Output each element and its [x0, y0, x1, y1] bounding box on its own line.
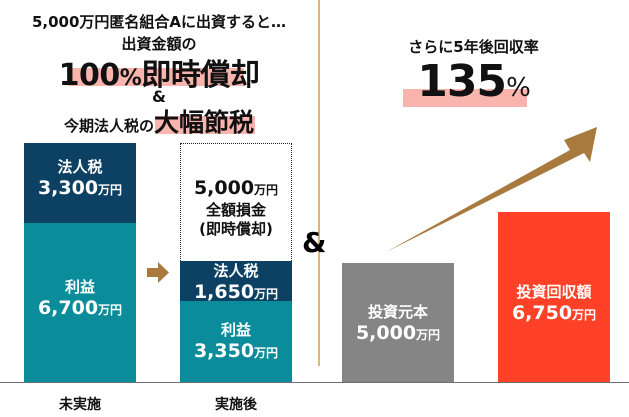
category-after: 実施後 — [215, 397, 257, 413]
section-divider — [318, 0, 320, 366]
value-unit: 万円 — [572, 308, 597, 322]
tax-saving-prefix: 今期法人税の — [63, 117, 154, 135]
bar-before-tax-value: 3,300万円 — [24, 177, 136, 201]
value-number: 3,350 — [193, 340, 255, 362]
bar-principal-label: 投資元本 — [367, 303, 428, 321]
recovery-rate-number: 135 — [417, 56, 507, 107]
depreciation-pct: % — [119, 66, 142, 91]
chart-baseline — [0, 382, 629, 383]
value-number: 6,750 — [511, 302, 573, 324]
highlight-tax-saving — [155, 116, 255, 134]
bar-after-writeoff: 5,000万円 全額損金 (即時償却) — [180, 143, 292, 261]
bar-before-profit-value: 6,700万円 — [24, 297, 136, 321]
value-number: 6,700 — [37, 297, 99, 319]
writeoff-label1: 全額損金 — [205, 201, 266, 219]
writeoff-label2: (即時償却) — [199, 220, 273, 238]
bar-principal: 投資元本 5,000万円 — [342, 263, 454, 382]
bar-after-profit: 利益 3,350万円 — [180, 301, 292, 382]
value-unit: 万円 — [254, 287, 279, 301]
bar-after-tax-value: 1,650万円 — [180, 281, 292, 305]
recovery-rate-pct: % — [506, 73, 531, 103]
headline-intro: 5,000万円匿名組合Aに出資すると… — [31, 13, 287, 31]
value-unit: 万円 — [254, 346, 279, 360]
headline-tax-saving: 今期法人税の大幅節税 — [0, 103, 318, 139]
headline-recovery-intro: さらに5年後回収率 — [408, 38, 539, 56]
bar-before-profit-label: 利益 — [64, 278, 95, 296]
bar-recovery-label: 投資回収額 — [516, 283, 592, 301]
depreciation-text: 即時償却 — [141, 58, 260, 93]
value-number: 5,000 — [355, 322, 417, 344]
highlight-135-percent — [403, 89, 527, 107]
value-unit: 万円 — [416, 328, 441, 342]
writeoff-value: 5,000万円 — [181, 177, 291, 201]
bar-before-tax-label: 法人税 — [57, 158, 103, 176]
category-before: 未実施 — [59, 397, 101, 413]
value-unit: 万円 — [98, 183, 123, 197]
depreciation-number: 100 — [58, 58, 121, 93]
middle-ampersand: & — [302, 226, 327, 259]
headline-immediate-depreciation: 100%即時償却 — [0, 50, 318, 94]
rising-arrow-icon — [386, 127, 597, 252]
value-unit: 万円 — [254, 183, 279, 197]
bar-recovery-value: 6,750万円 — [498, 302, 610, 326]
value-unit: 万円 — [98, 303, 123, 317]
highlight-100-percent — [68, 68, 244, 86]
value-number: 1,650 — [193, 281, 255, 303]
value-number: 5,000 — [193, 177, 255, 199]
bar-after-tax-label: 法人税 — [213, 262, 259, 280]
bar-recovery: 投資回収額 6,750万円 — [498, 212, 610, 382]
bar-after-profit-value: 3,350万円 — [180, 340, 292, 364]
bar-after-tax: 法人税 1,650万円 — [180, 261, 292, 303]
arrow-right-icon — [147, 262, 169, 283]
bar-before-tax: 法人税 3,300万円 — [24, 143, 136, 223]
headline-recovery-rate: 135% — [318, 56, 629, 114]
bar-before-profit: 利益 6,700万円 — [24, 223, 136, 382]
bar-after-profit-label: 利益 — [220, 321, 251, 339]
value-number: 3,300 — [37, 177, 99, 199]
headline-investment-amount: 出資金額の — [121, 35, 197, 53]
tax-saving-big: 大幅節税 — [154, 108, 255, 137]
bar-principal-value: 5,000万円 — [342, 322, 454, 346]
headline-ampersand: & — [152, 87, 166, 106]
